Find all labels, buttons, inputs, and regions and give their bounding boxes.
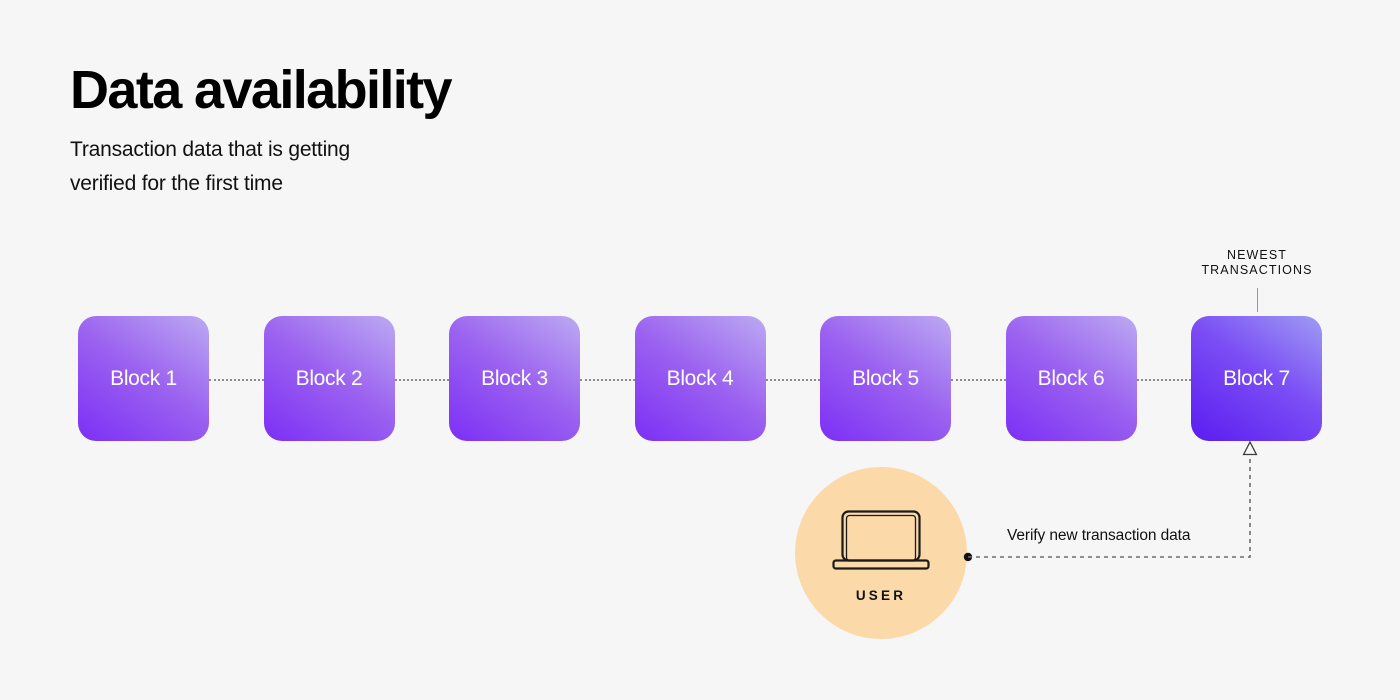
block-connector [765, 378, 820, 381]
annotation-leader-line [1256, 287, 1258, 312]
newest-transactions-label: NEWEST TRANSACTIONS [1201, 248, 1313, 278]
block-3[interactable]: Block 3 [449, 316, 580, 441]
block-connector [580, 378, 635, 381]
header: Data availability Transaction data that … [70, 60, 453, 202]
block-7[interactable]: Block 7 [1191, 316, 1322, 441]
block-6[interactable]: Block 6 [1005, 316, 1137, 441]
block-connector [1136, 378, 1191, 381]
block-label: Block 7 [1223, 366, 1290, 390]
user-node[interactable]: USER [795, 467, 967, 639]
block-1[interactable]: Block 1 [78, 316, 209, 441]
block-label: Block 1 [110, 366, 177, 390]
block-connector [951, 378, 1006, 381]
laptop-icon [831, 509, 931, 576]
block-4[interactable]: Block 4 [634, 316, 766, 441]
block-2[interactable]: Block 2 [263, 316, 395, 441]
page-subtitle: Transaction data that is getting verifie… [70, 137, 350, 196]
newest-transactions-annotation: NEWEST TRANSACTIONS [1178, 248, 1336, 312]
block-label: Block 6 [1037, 366, 1105, 390]
verify-path [963, 440, 1258, 562]
block-5[interactable]: Block 5 [820, 316, 951, 441]
block-connector [209, 378, 264, 381]
block-label: Block 5 [852, 366, 919, 390]
block-label: Block 3 [481, 366, 548, 390]
verify-label: Verify new transaction data [1007, 527, 1191, 544]
block-label: Block 2 [295, 366, 363, 390]
block-label: Block 4 [666, 366, 734, 390]
verify-arrowhead [1242, 440, 1258, 456]
page-title: Data availability [70, 60, 453, 120]
block-connector [394, 378, 449, 381]
verify-dashed-line [968, 455, 1251, 558]
user-label: USER [855, 588, 907, 603]
